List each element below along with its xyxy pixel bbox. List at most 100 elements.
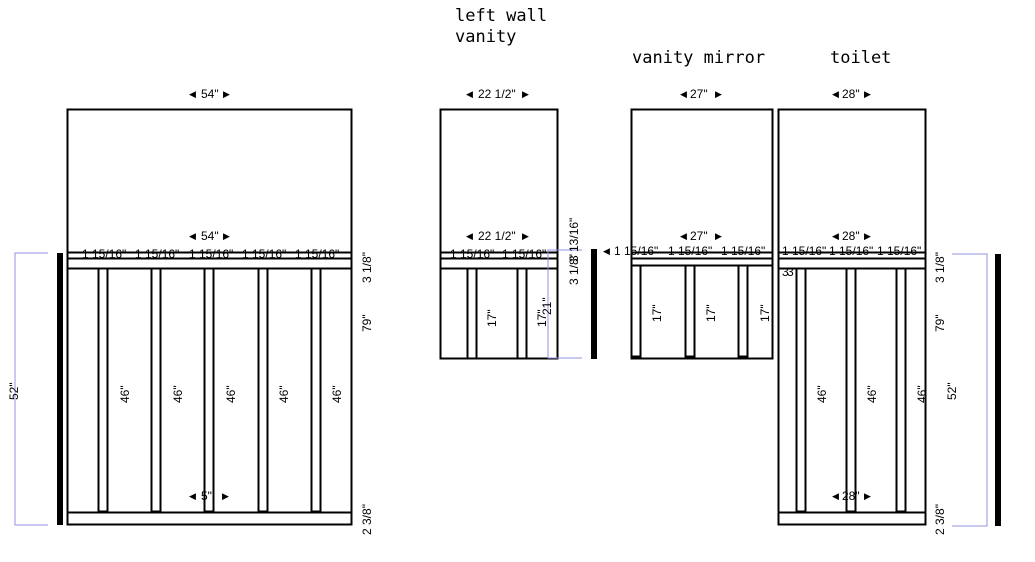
panel-3-stud	[737, 264, 749, 358]
panel-3	[630, 108, 774, 360]
panel-4-right-top: 3 1/8"	[933, 252, 947, 283]
panel-4-right-mid: 79"	[933, 314, 947, 332]
panel-1-stud-height: 46"	[330, 385, 344, 403]
panel-2-upper	[439, 108, 559, 260]
panel-4-frame	[777, 267, 927, 526]
panel-1-gap: 1 15/16"	[135, 247, 179, 261]
panel-4-left-mark: 3	[787, 265, 794, 279]
panel-4-stud-height: 46"	[815, 385, 829, 403]
panel-2-frame	[439, 267, 559, 360]
panel-1-right-mid: 79"	[360, 314, 374, 332]
panel-4-bottom-plate	[777, 511, 927, 526]
panel-3-stud-height: 17"	[758, 304, 772, 322]
panel-1-end-bar	[57, 253, 63, 525]
panel-1-stud	[257, 267, 269, 513]
title-vanity-mirror: vanity mirror	[632, 48, 765, 68]
panel-1-stud	[203, 267, 215, 513]
panel-1-stud	[150, 267, 162, 513]
panel-4-upper	[777, 108, 927, 260]
panel-4-stud	[795, 267, 807, 513]
arrow-left-icon: ◀	[189, 492, 196, 502]
panel-1-gap: 1 15/16"	[295, 247, 339, 261]
panel-1-right-bot: 2 3/8"	[360, 504, 374, 535]
arrow-right-icon: ▶	[864, 492, 871, 502]
panel-2-stud	[466, 267, 478, 360]
panel-2-end-bar	[591, 249, 597, 359]
arrow-left-icon: ◀	[189, 90, 196, 100]
panel-1-stud-height: 46"	[277, 385, 291, 403]
panel-1-width-mid: 54"	[201, 229, 219, 243]
panel-2-right-upper: 3 13/16"	[567, 218, 581, 262]
arrow-right-icon: ▶	[223, 232, 230, 242]
panel-1-stud-height: 46"	[118, 385, 132, 403]
panel-2	[439, 108, 559, 360]
panel-1-stud	[310, 267, 322, 513]
arrow-right-icon: ▶	[715, 90, 722, 100]
panel-2-stud-height: 17"	[485, 309, 499, 327]
panel-3-gap: 1 15/16"	[668, 244, 712, 258]
panel-2-gap: 1 15/16"	[502, 247, 546, 261]
dimension-arrows: ◀ ▶ ◀ ▶ ◀ ▶ ◀ ▶ ◀ ▶ ◀ ▶ ◀ ▶ ◀ ▶ ◀ ◀ ▶ ◀ …	[189, 90, 871, 502]
panel-1-right-top: 3 1/8"	[360, 252, 374, 283]
title-vanity: vanity	[455, 27, 516, 47]
arrow-left-icon: ◀	[832, 492, 839, 502]
arrow-left-icon: ◀	[466, 232, 473, 242]
arrow-left-icon: ◀	[603, 247, 610, 257]
panel-4-end-bar	[995, 254, 1001, 526]
arrow-right-icon: ▶	[864, 90, 871, 100]
panel-1-height-bracket	[14, 252, 48, 526]
arrow-right-icon: ▶	[223, 90, 230, 100]
panel-3-gap: 1 15/16"	[721, 244, 765, 258]
panel-3-stud	[630, 264, 642, 358]
panel-4-bottom-width: 28"	[842, 489, 860, 503]
panel-4-stud	[845, 267, 857, 513]
panel-1-left-height: 52"	[7, 382, 21, 400]
panel-2-stud	[516, 267, 528, 360]
panel-3-width-top: 27"	[690, 87, 708, 101]
panel-4-stud	[895, 267, 907, 513]
panel-4-width-top: 28"	[842, 87, 860, 101]
panel-2-right-lower: 3 1/8"	[567, 254, 581, 285]
title-toilet: toilet	[830, 48, 891, 68]
panel-3-upper	[630, 108, 774, 260]
panel-4-gap: 1 15/16"	[829, 244, 873, 258]
arrow-left-icon: ◀	[832, 232, 839, 242]
arrow-left-icon: ◀	[680, 232, 687, 242]
arrow-right-icon: ▶	[222, 492, 229, 502]
panel-1-upper	[66, 108, 353, 260]
panel-1-bottom-width: 5"	[201, 489, 212, 503]
panel-1-bottom-plate	[66, 511, 353, 526]
arrow-right-icon: ▶	[522, 232, 529, 242]
panel-3-width-mid: 27"	[690, 229, 708, 243]
panel-1-gap: 1 15/16"	[82, 247, 126, 261]
arrow-left-icon: ◀	[832, 90, 839, 100]
panel-2-width-mid: 22 1/2"	[478, 229, 516, 243]
panel-3-stud-height: 17"	[704, 304, 718, 322]
arrow-right-icon: ▶	[864, 232, 871, 242]
panel-4-stud-height: 46"	[915, 385, 929, 403]
title-left-wall: left wall	[455, 6, 547, 26]
panel-4-right-bot: 2 3/8"	[933, 504, 947, 535]
panel-1-stud-height: 46"	[224, 385, 238, 403]
panel-4	[777, 108, 927, 526]
panel-2-width-top: 22 1/2"	[478, 87, 516, 101]
panel-4-height-bracket	[952, 253, 988, 527]
panel-4-width-mid: 28"	[842, 229, 860, 243]
panel-3-stud-height: 17"	[650, 304, 664, 322]
panel-4-stud-height: 46"	[865, 385, 879, 403]
panel-2-side-bracket	[547, 249, 582, 359]
panel-1-gap: 1 15/16"	[242, 247, 286, 261]
panel-1	[66, 108, 353, 526]
panel-2-gap: 1 15/16"	[450, 247, 494, 261]
panel-2-side-dim: 21"	[540, 297, 554, 315]
panel-1-frame	[66, 267, 353, 526]
arrow-left-icon: ◀	[680, 90, 687, 100]
panel-3-right-mark: 3	[782, 265, 789, 279]
panel-4-gap: 1 15/16"	[782, 244, 826, 258]
panel-4-right-height: 52"	[945, 382, 959, 400]
panel-2-stud-height: 17"	[535, 309, 549, 327]
arrow-right-icon: ▶	[715, 232, 722, 242]
panel-3-gap: 1 15/16"	[614, 244, 658, 258]
panel-4-gap: 1 15/16"	[877, 244, 921, 258]
